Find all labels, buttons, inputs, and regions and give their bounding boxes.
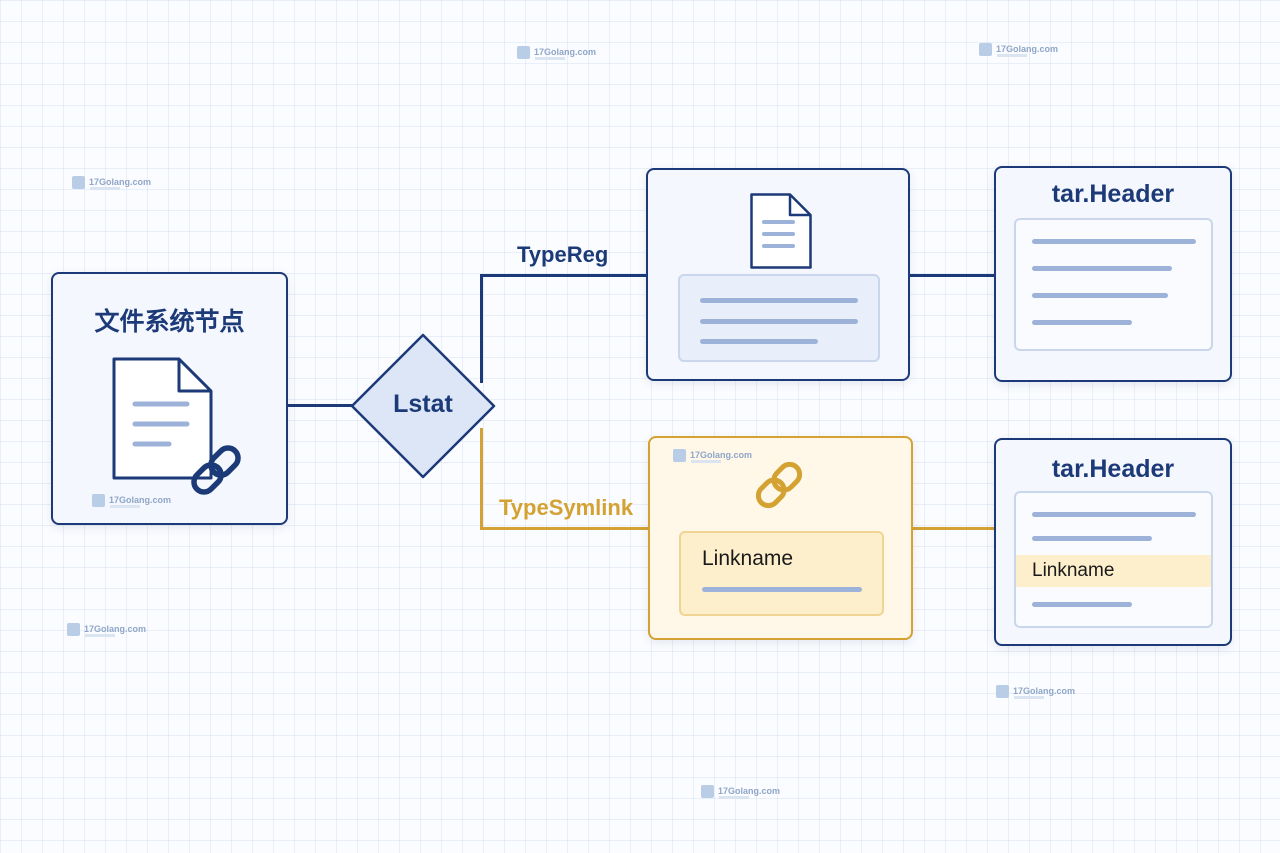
connector-branch-regular-vertical — [480, 275, 483, 383]
tar-header-symlink-box: tar.Header Linkname — [994, 438, 1232, 646]
watermark: 17Golang.com — [996, 685, 1075, 699]
content-line — [700, 339, 818, 344]
tar-header-regular-fields — [1014, 218, 1213, 351]
watermark: 17Golang.com — [701, 785, 780, 799]
document-icon — [112, 357, 213, 480]
symlink-box: Linkname — [648, 436, 913, 640]
connector-branch-symlink-vertical — [480, 428, 483, 530]
regular-file-box — [646, 168, 910, 381]
watermark: 17Golang.com — [979, 43, 1058, 57]
content-line — [1032, 512, 1196, 517]
link-icon — [191, 445, 241, 495]
filesystem-node-title: 文件系统节点 — [94, 308, 245, 336]
watermark-logo-icon — [996, 685, 1009, 698]
connector-source-to-lstat — [287, 404, 353, 407]
watermark: 17Golang.com — [673, 449, 752, 463]
content-line — [1032, 266, 1172, 271]
link-icon — [755, 461, 803, 509]
linkname-field-label: Linkname — [1032, 560, 1115, 581]
symlink-fields: Linkname — [679, 531, 884, 616]
edge-label-typereg: TypeReg — [517, 242, 609, 267]
watermark: 17Golang.com — [92, 494, 171, 508]
regular-file-fields — [678, 274, 880, 362]
watermark: 17Golang.com — [72, 176, 151, 190]
watermark-logo-icon — [92, 494, 105, 507]
content-line — [700, 319, 858, 324]
content-line — [700, 298, 858, 303]
connector-symlink-to-header — [910, 527, 996, 530]
tar-header-regular-title: tar.Header — [1051, 180, 1175, 208]
connector-regular-to-header — [908, 274, 996, 277]
watermark-logo-icon — [517, 46, 530, 59]
connector-branch-regular-horizontal — [480, 274, 648, 277]
watermark-logo-icon — [72, 176, 85, 189]
content-line — [1032, 602, 1132, 607]
lstat-decision-diamond — [350, 333, 496, 479]
tar-header-symlink-title: tar.Header — [1051, 455, 1175, 483]
watermark-logo-icon — [673, 449, 686, 462]
linkname-highlight-row: Linkname — [1016, 555, 1211, 587]
content-line — [1032, 239, 1196, 244]
filesystem-node-box: 文件系统节点 — [51, 272, 288, 525]
watermark: 17Golang.com — [517, 46, 596, 60]
content-line — [1032, 320, 1132, 325]
linkname-label: Linkname — [702, 547, 794, 570]
content-line — [702, 587, 862, 592]
content-line — [1032, 536, 1152, 541]
watermark-logo-icon — [979, 43, 992, 56]
tar-header-symlink-fields: Linkname — [1014, 491, 1213, 628]
edge-label-typesymlink: TypeSymlink — [499, 495, 634, 520]
tar-header-regular-box: tar.Header — [994, 166, 1232, 382]
lstat-label: Lstat — [393, 390, 453, 418]
watermark: 17Golang.com — [67, 623, 146, 637]
content-line — [1032, 293, 1168, 298]
watermark-logo-icon — [67, 623, 80, 636]
document-icon — [750, 193, 812, 269]
watermark-logo-icon — [701, 785, 714, 798]
connector-branch-symlink-horizontal — [480, 527, 650, 530]
